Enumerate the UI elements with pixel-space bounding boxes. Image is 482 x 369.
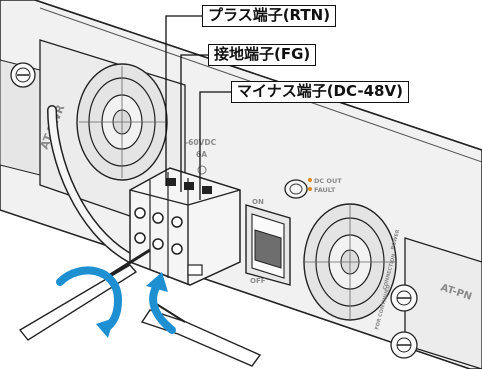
side-text-1: POWER (390, 229, 401, 251)
handle (47, 105, 135, 263)
left-screw-icon (10, 62, 36, 88)
rating-label: -60VDC 6A (185, 138, 217, 175)
fault-label: FAULT (314, 186, 336, 194)
power-switch: ON OFF (245, 198, 291, 286)
switch-on-label: ON (252, 198, 264, 206)
minus-terminal-callout: マイナス端子(DC-48V) (231, 81, 409, 103)
callout-leader-lines (165, 15, 231, 200)
right-screw-top-icon (390, 284, 418, 312)
rotate-arrow-icon (56, 266, 123, 338)
screwdriver-icon (18, 248, 151, 341)
dc-out-led-icon (308, 178, 312, 182)
insert-arrow-icon (146, 272, 176, 334)
dc-out-label: DC OUT (314, 177, 342, 185)
right-screw-bottom-icon (390, 331, 418, 359)
terminal-block (129, 167, 241, 286)
ground-symbol-icon (197, 165, 207, 175)
status-leds: DC OUT FAULT (284, 177, 342, 199)
switch-off-label: OFF (250, 277, 266, 285)
left-fan-icon (76, 63, 168, 181)
plus-terminal-callout: プラス端子(RTN) (202, 5, 337, 27)
screw-holes (134, 207, 183, 255)
led-icon (284, 179, 308, 199)
voltage-label: -60VDC (185, 138, 217, 147)
current-label: 6A (196, 150, 207, 159)
right-fan-icon (303, 203, 397, 321)
ground-terminal-callout: 接地端子(FG) (208, 44, 317, 66)
fault-led-icon (308, 187, 312, 191)
